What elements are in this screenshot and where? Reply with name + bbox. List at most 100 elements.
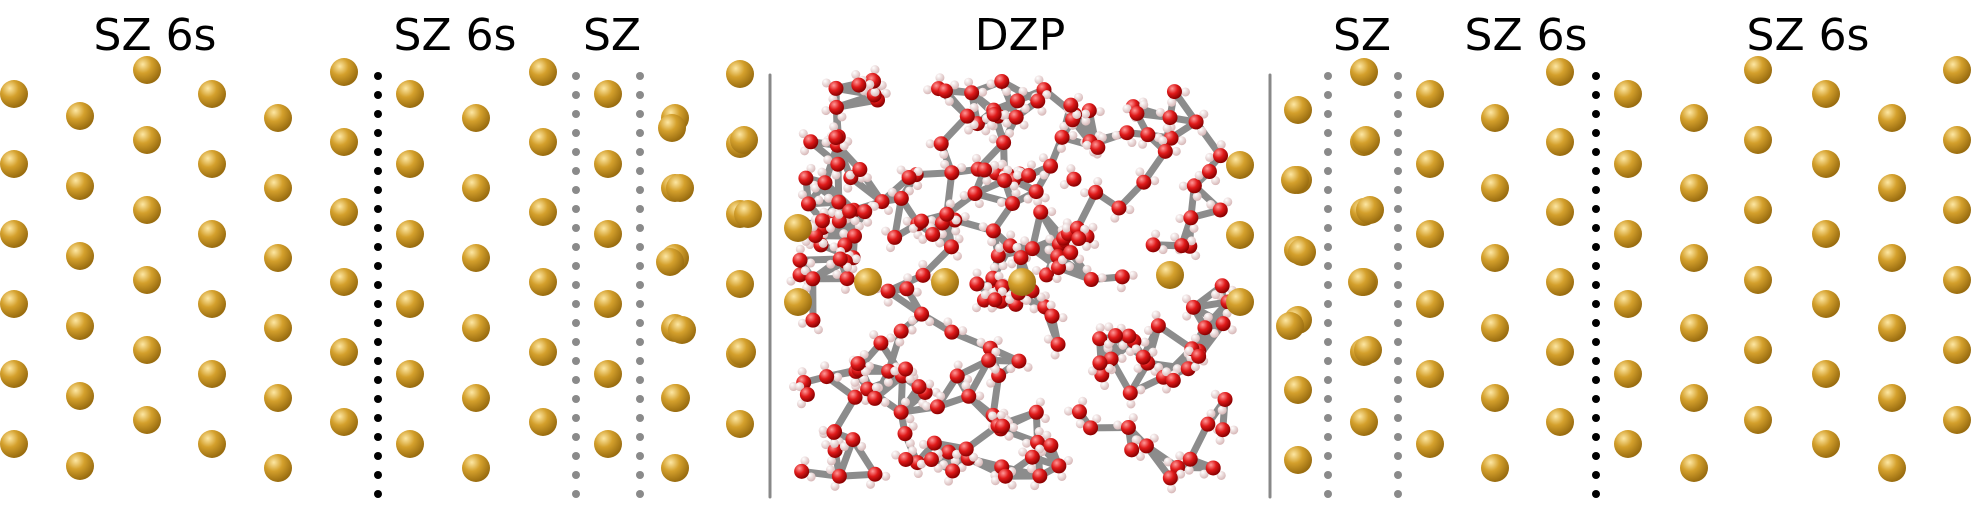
oxygen-atom: [927, 436, 942, 451]
gold-atom: [0, 430, 28, 458]
oxygen-atom: [832, 469, 847, 484]
gray-dot: [1324, 148, 1332, 156]
gray-dot: [572, 72, 580, 80]
gold-atom: [1284, 376, 1312, 404]
gray-dot: [1324, 243, 1332, 251]
label-right-inner-sz6s: SZ 6s: [1465, 8, 1588, 64]
gold-atom: [1481, 244, 1509, 272]
gold-atom: [1943, 126, 1971, 154]
gray-dot: [1394, 72, 1402, 80]
black-dot: [1592, 338, 1600, 346]
gray-dot: [636, 110, 644, 118]
gold-atom: [662, 384, 690, 412]
oxygen-atom: [829, 100, 844, 115]
oxygen-atom: [1071, 231, 1086, 246]
gold-atom: [1878, 244, 1906, 272]
oxygen-atom: [873, 336, 888, 351]
oxygen-atom: [1146, 237, 1161, 252]
oxygen-atom: [1030, 94, 1045, 109]
oxygen-atom: [867, 391, 882, 406]
hydrogen-atom: [1013, 171, 1022, 180]
gold-atom: [198, 80, 226, 108]
gold-atom: [1812, 430, 1840, 458]
hydrogen-atom: [1167, 484, 1176, 493]
oxygen-atom: [987, 107, 1002, 122]
hydrogen-atom: [1175, 214, 1184, 223]
gray-dot: [636, 148, 644, 156]
gold-atom: [931, 268, 959, 296]
gray-dot: [1394, 395, 1402, 403]
gold-atom: [1416, 360, 1444, 388]
gold-atom: [396, 80, 424, 108]
gray-dot: [1324, 319, 1332, 327]
gold-atom: [1744, 406, 1772, 434]
black-dot: [374, 357, 382, 365]
gray-dot: [636, 186, 644, 194]
gold-atom: [668, 316, 696, 344]
oxygen-atom: [803, 134, 818, 149]
black-dot: [1592, 300, 1600, 308]
gray-dot: [636, 300, 644, 308]
hydrogen-atom: [1093, 177, 1102, 186]
oxygen-atom: [1163, 470, 1178, 485]
oxygen-atom: [1218, 392, 1233, 407]
oxygen-atom: [1183, 210, 1198, 225]
hydrogen-atom: [796, 245, 805, 254]
hydrogen-atom: [1062, 224, 1071, 233]
gray-dot: [1324, 224, 1332, 232]
oxygen-atom: [967, 186, 982, 201]
gold-atom: [1416, 430, 1444, 458]
hydrogen-atom: [1098, 273, 1107, 282]
gray-dot: [1394, 129, 1402, 137]
gold-atom: [1008, 268, 1036, 296]
oxygen-atom: [1215, 422, 1230, 437]
black-dot: [1592, 91, 1600, 99]
black-dot: [374, 300, 382, 308]
oxygen-atom: [815, 213, 830, 228]
gold-atom: [0, 80, 28, 108]
black-dot: [374, 490, 382, 498]
oxygen-atom: [1090, 140, 1105, 155]
gold-atom: [198, 150, 226, 178]
gold-atom: [529, 198, 557, 226]
gray-dot: [1394, 471, 1402, 479]
hydrogen-atom: [922, 402, 931, 411]
hydrogen-atom: [990, 263, 999, 272]
oxygen-atom: [1013, 250, 1028, 265]
black-dot: [1592, 376, 1600, 384]
oxygen-atom: [944, 325, 959, 340]
gold-atom: [0, 220, 28, 248]
oxygen-atom: [852, 162, 867, 177]
oxygen-atom: [881, 284, 896, 299]
hydrogen-atom: [1117, 283, 1126, 292]
hydrogen-atom: [1068, 131, 1077, 140]
hydrogen-atom: [890, 367, 899, 376]
gold-atom: [1614, 360, 1642, 388]
oxygen-atom: [945, 463, 960, 478]
oxygen-atom: [924, 452, 939, 467]
oxygen-atom: [1213, 148, 1228, 163]
hydrogen-atom: [960, 191, 969, 200]
oxygen-atom: [1197, 320, 1212, 335]
gray-dot: [572, 376, 580, 384]
gold-atom: [1812, 220, 1840, 248]
gray-dot: [636, 433, 644, 441]
gold-atom: [1481, 384, 1509, 412]
black-dot: [374, 129, 382, 137]
black-dot: [1592, 490, 1600, 498]
gray-dot: [1394, 148, 1402, 156]
gold-atom: [594, 150, 622, 178]
gold-atom: [133, 196, 161, 224]
hydrogen-atom: [884, 298, 893, 307]
oxygen-atom: [950, 368, 965, 383]
oxygen-atom: [1151, 318, 1166, 333]
gray-dot: [1394, 490, 1402, 498]
hydrogen-atom: [833, 373, 842, 382]
hydrogen-atom: [1179, 182, 1188, 191]
gold-atom: [66, 242, 94, 270]
hydrogen-atom: [1177, 136, 1186, 145]
gold-atom: [330, 338, 358, 366]
gold-atom: [264, 244, 292, 272]
hydrogen-atom: [881, 472, 890, 481]
oxygen-atom: [1174, 238, 1189, 253]
